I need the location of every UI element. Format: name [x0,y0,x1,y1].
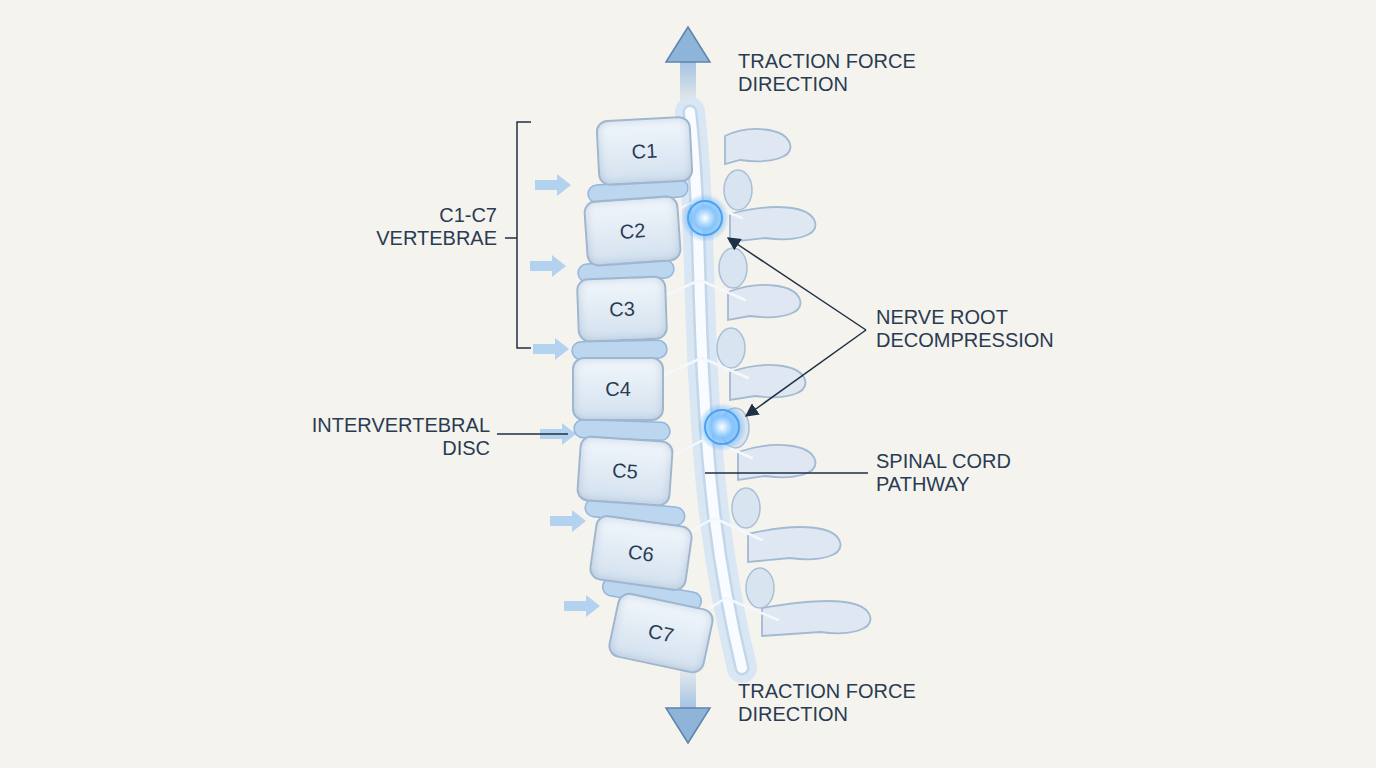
vertebra-label: C4 [605,378,631,401]
vertebral-body: C4 [572,357,664,421]
articular-pillar [746,568,774,608]
spinous-process [738,445,815,480]
vertebral-body: C6 [588,514,694,593]
discs [572,179,703,612]
decompression-ring [705,410,739,444]
leader-line [497,433,568,435]
vertebra-label: C1 [631,139,658,163]
force-arrow [564,595,600,617]
traction-arrow-head [666,708,710,743]
force-arrow [530,255,566,277]
vertebra-label: C7 [646,619,676,647]
articular-pillar [732,488,760,528]
decompression-glow [681,194,729,242]
nerve-root [652,358,748,380]
spinous-process [762,601,870,636]
leader-arrow [746,330,866,416]
callout-label: SPINAL CORD PATHWAY [876,450,1036,496]
vertebra-label: C2 [619,219,646,244]
leader-line [705,472,868,474]
bracket [505,122,531,348]
force-arrow [533,338,569,360]
spinous-process [748,527,840,562]
spinous-process [730,207,815,242]
vertebral-body: C5 [576,435,674,507]
vertebra-label: C6 [627,540,656,566]
vertebral-body: C2 [583,195,682,267]
spinous-process [725,129,790,164]
vertebra-label: C5 [611,459,638,484]
callout-label: NERVE ROOT DECOMPRESSION [876,306,1076,352]
articular-pillar [717,328,745,368]
articular-pillar [719,248,747,288]
force-arrow [535,174,571,196]
force-arrow [550,510,586,532]
vertebral-body: C1 [595,116,693,187]
decompression-ring [688,201,722,235]
callout-label: TRACTION FORCE DIRECTION [738,50,938,96]
vertebral-body: C3 [576,275,668,342]
leader-arrow [728,238,866,330]
vertebra-label: C3 [609,297,635,321]
callout-label: C1-C7 VERTEBRAE [367,204,497,250]
callout-label: TRACTION FORCE DIRECTION [738,680,938,726]
spinous-process [728,285,800,320]
traction-arrow-head [666,27,710,62]
callout-label: INTERVERTEBRAL DISC [290,414,490,460]
spinous-process [730,365,805,400]
decompression-glow [698,403,746,451]
articular-pillar [724,170,752,210]
spinous-processes [725,129,870,636]
